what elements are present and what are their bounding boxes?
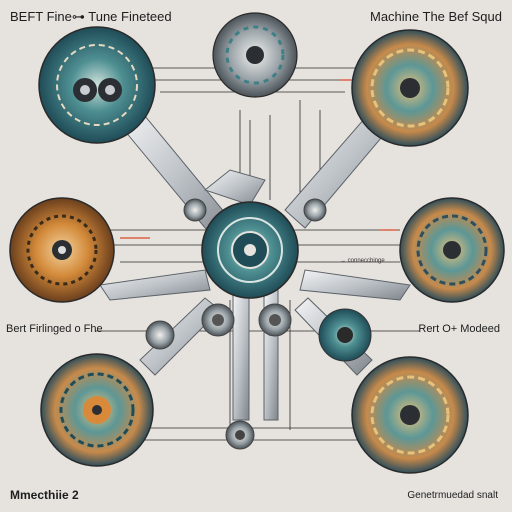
gear-top-center <box>212 12 298 98</box>
gear-top-right <box>351 29 469 147</box>
gear-center <box>201 201 299 299</box>
bottom-left-label: Mmecthiie 2 <box>10 488 79 502</box>
center-connector-label: → connecchinge <box>340 258 385 264</box>
top-right-label: Machine The Bef Squd <box>369 9 502 24</box>
mid-right-label: Rert O+ Modeed <box>418 323 500 335</box>
gear-mid-left <box>9 197 115 303</box>
pulley-wheels <box>145 198 372 450</box>
mid-left-label: Bert Firlinged o Fhe <box>6 323 103 335</box>
top-left-label: BEFT Fine⊶ Tune Fineteed <box>10 9 172 24</box>
gear-top-left <box>38 26 156 144</box>
gear-bottom-left <box>40 353 154 467</box>
bottom-right-label: Genetrmuedad snalt <box>407 490 498 501</box>
gear-bottom-right <box>351 356 469 474</box>
gear-mid-right <box>399 197 505 303</box>
